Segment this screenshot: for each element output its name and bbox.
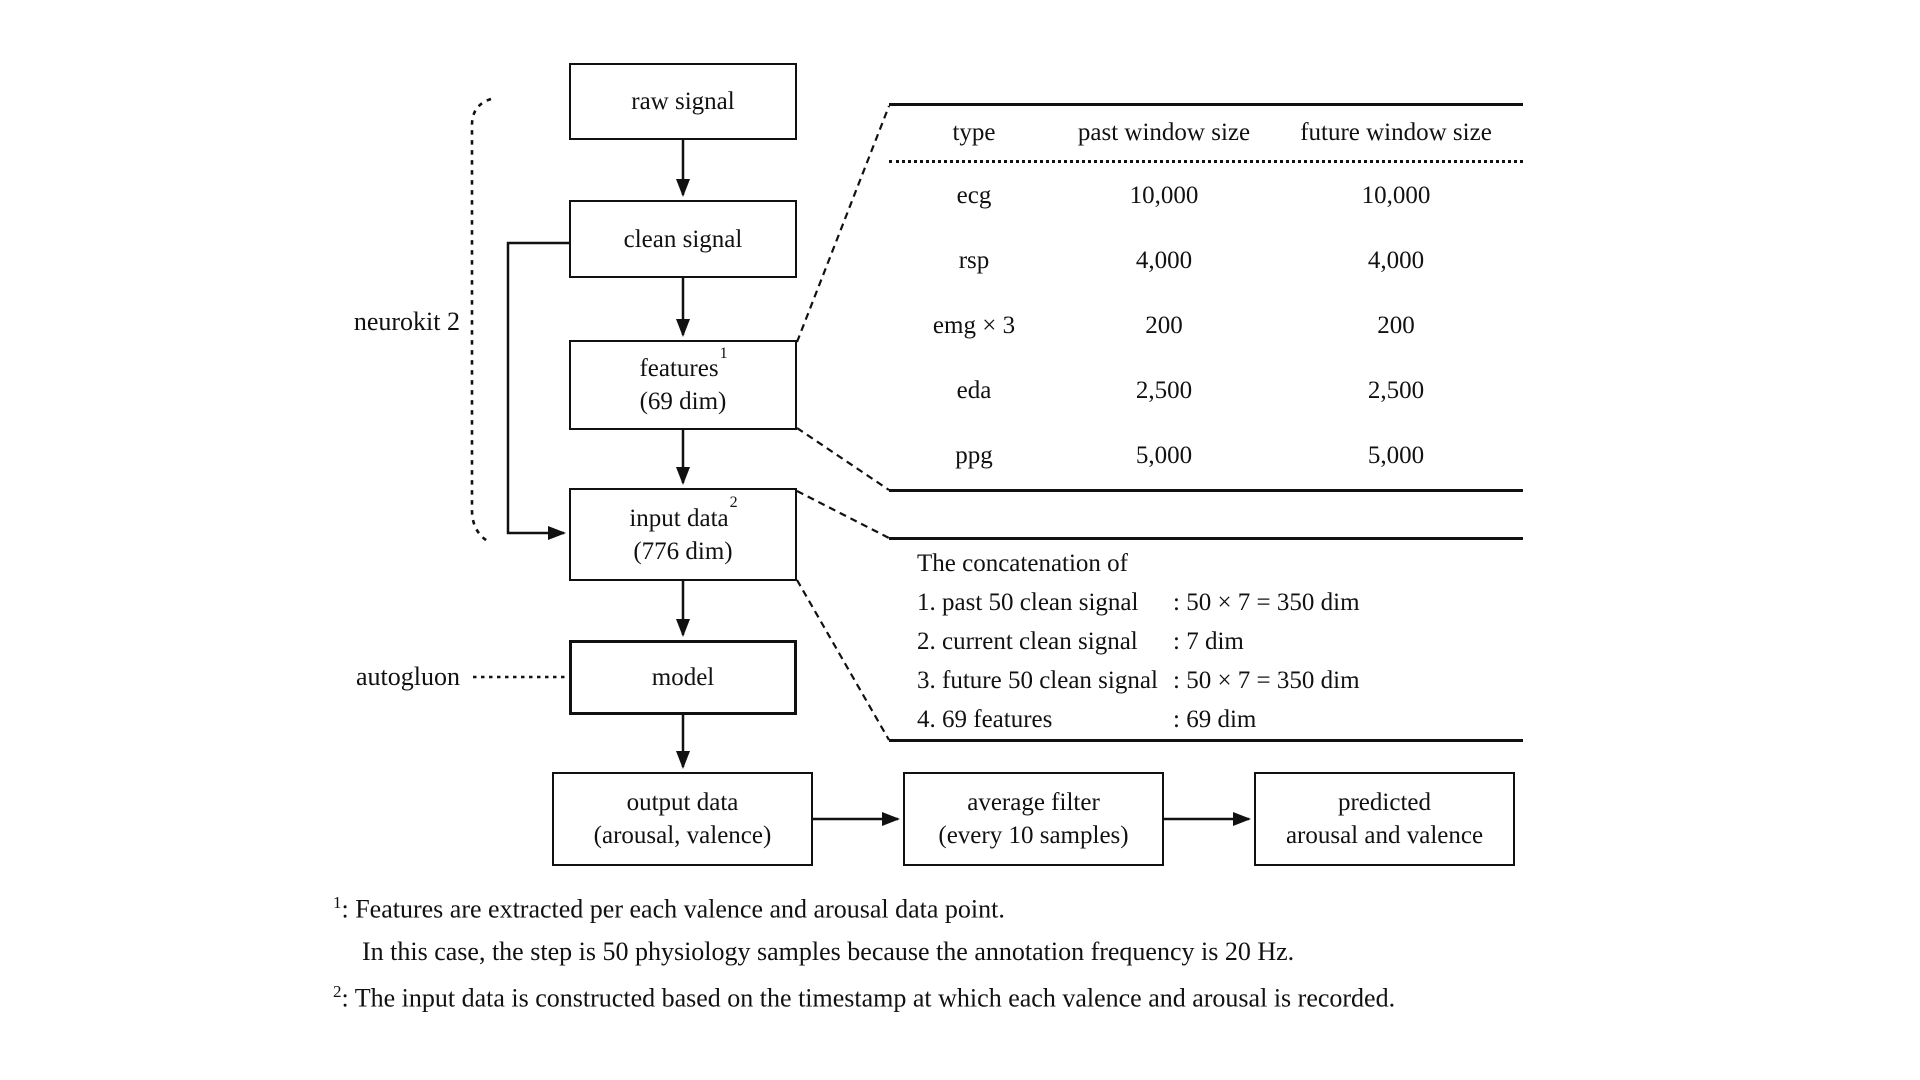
concat-item-label: 2. current clean signal [917,627,1138,655]
concat-item: 2. current clean signal : 7 dim [917,622,1523,661]
dashed-input-to-panel-bottom [796,579,890,741]
node-input-data: input data2 (776 dim) [569,488,797,581]
footnote-2-marker: 2 [333,982,342,1001]
table-header-row: type past window size future window size [889,106,1523,163]
table-row: ecg 10,000 10,000 [889,163,1523,228]
cell-future: 5,000 [1367,442,1425,470]
node-label: features1 [639,344,728,382]
node-sublabel: (776 dim) [633,537,733,565]
node-label: input data2 [629,494,738,532]
footnote-marker-2: 2 [729,494,738,512]
concat-item: 1. past 50 clean signal : 50 × 7 = 350 d… [917,583,1523,622]
footnote-marker-1: 1 [719,344,728,362]
table-row: emg × 3 200 200 [889,293,1523,358]
footnote-1: 1: Features are extracted per each valen… [333,893,1005,925]
concatenation-panel: The concatenation of 1. past 50 clean si… [889,537,1523,742]
concat-item: 3. future 50 clean signal : 50 × 7 = 350… [917,662,1523,701]
concat-item-value: : 7 dim [1173,627,1244,655]
node-sublabel: (every 10 samples) [938,822,1129,849]
node-label: average filter [967,789,1100,816]
concat-item-label: 3. future 50 clean signal [917,667,1158,695]
table-row: rsp 4,000 4,000 [889,228,1523,293]
dashed-features-to-table-bottom [796,427,890,491]
concat-item: 4. 69 features : 69 dim [917,701,1523,740]
concat-item-value: : 50 × 7 = 350 dim [1173,667,1360,695]
autogluon-label: autogluon [356,662,460,691]
node-label: output data [626,789,739,816]
footnote-1-marker: 1 [333,893,342,912]
node-model: model [569,640,797,715]
footnote-2-text: : The input data is constructed based on… [341,983,1396,1013]
column-header-future: future window size [1300,119,1492,146]
node-clean-signal: clean signal [569,200,797,278]
neurokit-bracket [470,97,492,544]
table-row: eda 2,500 2,500 [889,359,1523,424]
node-sublabel: (69 dim) [639,388,727,415]
table-row: ppg 5,000 5,000 [889,424,1523,489]
concat-title: The concatenation of [917,549,1129,577]
node-label: raw signal [631,88,735,115]
footnote-1-text: : Features are extracted per each valenc… [341,894,1005,924]
cell-past: 200 [1145,311,1183,339]
node-output-data: output data (arousal, valence) [552,772,813,866]
neurokit-label: neurokit 2 [353,307,460,336]
concat-item-value: : 69 dim [1173,706,1257,734]
column-header-type: type [952,119,996,146]
node-raw-signal: raw signal [569,63,797,140]
cell-future: 4,000 [1367,246,1425,274]
cell-future: 10,000 [1361,181,1431,209]
cell-type: ecg [956,181,992,209]
node-sublabel: arousal and valence [1285,822,1484,849]
cell-type: ppg [955,442,993,470]
concat-item-label: 1. past 50 clean signal [917,588,1139,616]
footnote-1-continued: In this case, the step is 50 physiology … [362,937,1295,966]
column-header-past: past window size [1077,119,1251,146]
dashed-features-to-table-top [795,105,891,343]
node-sublabel: (arousal, valence) [593,822,772,849]
footnote-2: 2: The input data is constructed based o… [333,982,1395,1014]
cell-past: 4,000 [1135,246,1193,274]
cell-type: rsp [958,246,990,274]
node-average-filter: average filter (every 10 samples) [903,772,1164,866]
cell-past: 10,000 [1129,181,1199,209]
node-label: predicted [1337,789,1431,816]
node-label: clean signal [623,225,743,253]
node-features: features1 (69 dim) [569,340,797,430]
cell-future: 2,500 [1367,377,1425,405]
arrow-clean-bypass-to-input [506,241,569,540]
window-size-table: type past window size future window size… [889,103,1523,492]
concat-item-label: 4. 69 features [917,706,1053,734]
cell-past: 2,500 [1135,377,1193,405]
concat-item-value: : 50 × 7 = 350 dim [1173,588,1360,616]
node-predicted-arousal-valence: predicted arousal and valence [1254,772,1515,866]
cell-future: 200 [1377,311,1415,339]
cell-type: emg × 3 [932,311,1016,339]
cell-past: 5,000 [1135,442,1193,470]
dashed-input-to-panel-top [796,490,890,539]
node-label: model [651,664,715,691]
cell-type: eda [956,377,992,405]
